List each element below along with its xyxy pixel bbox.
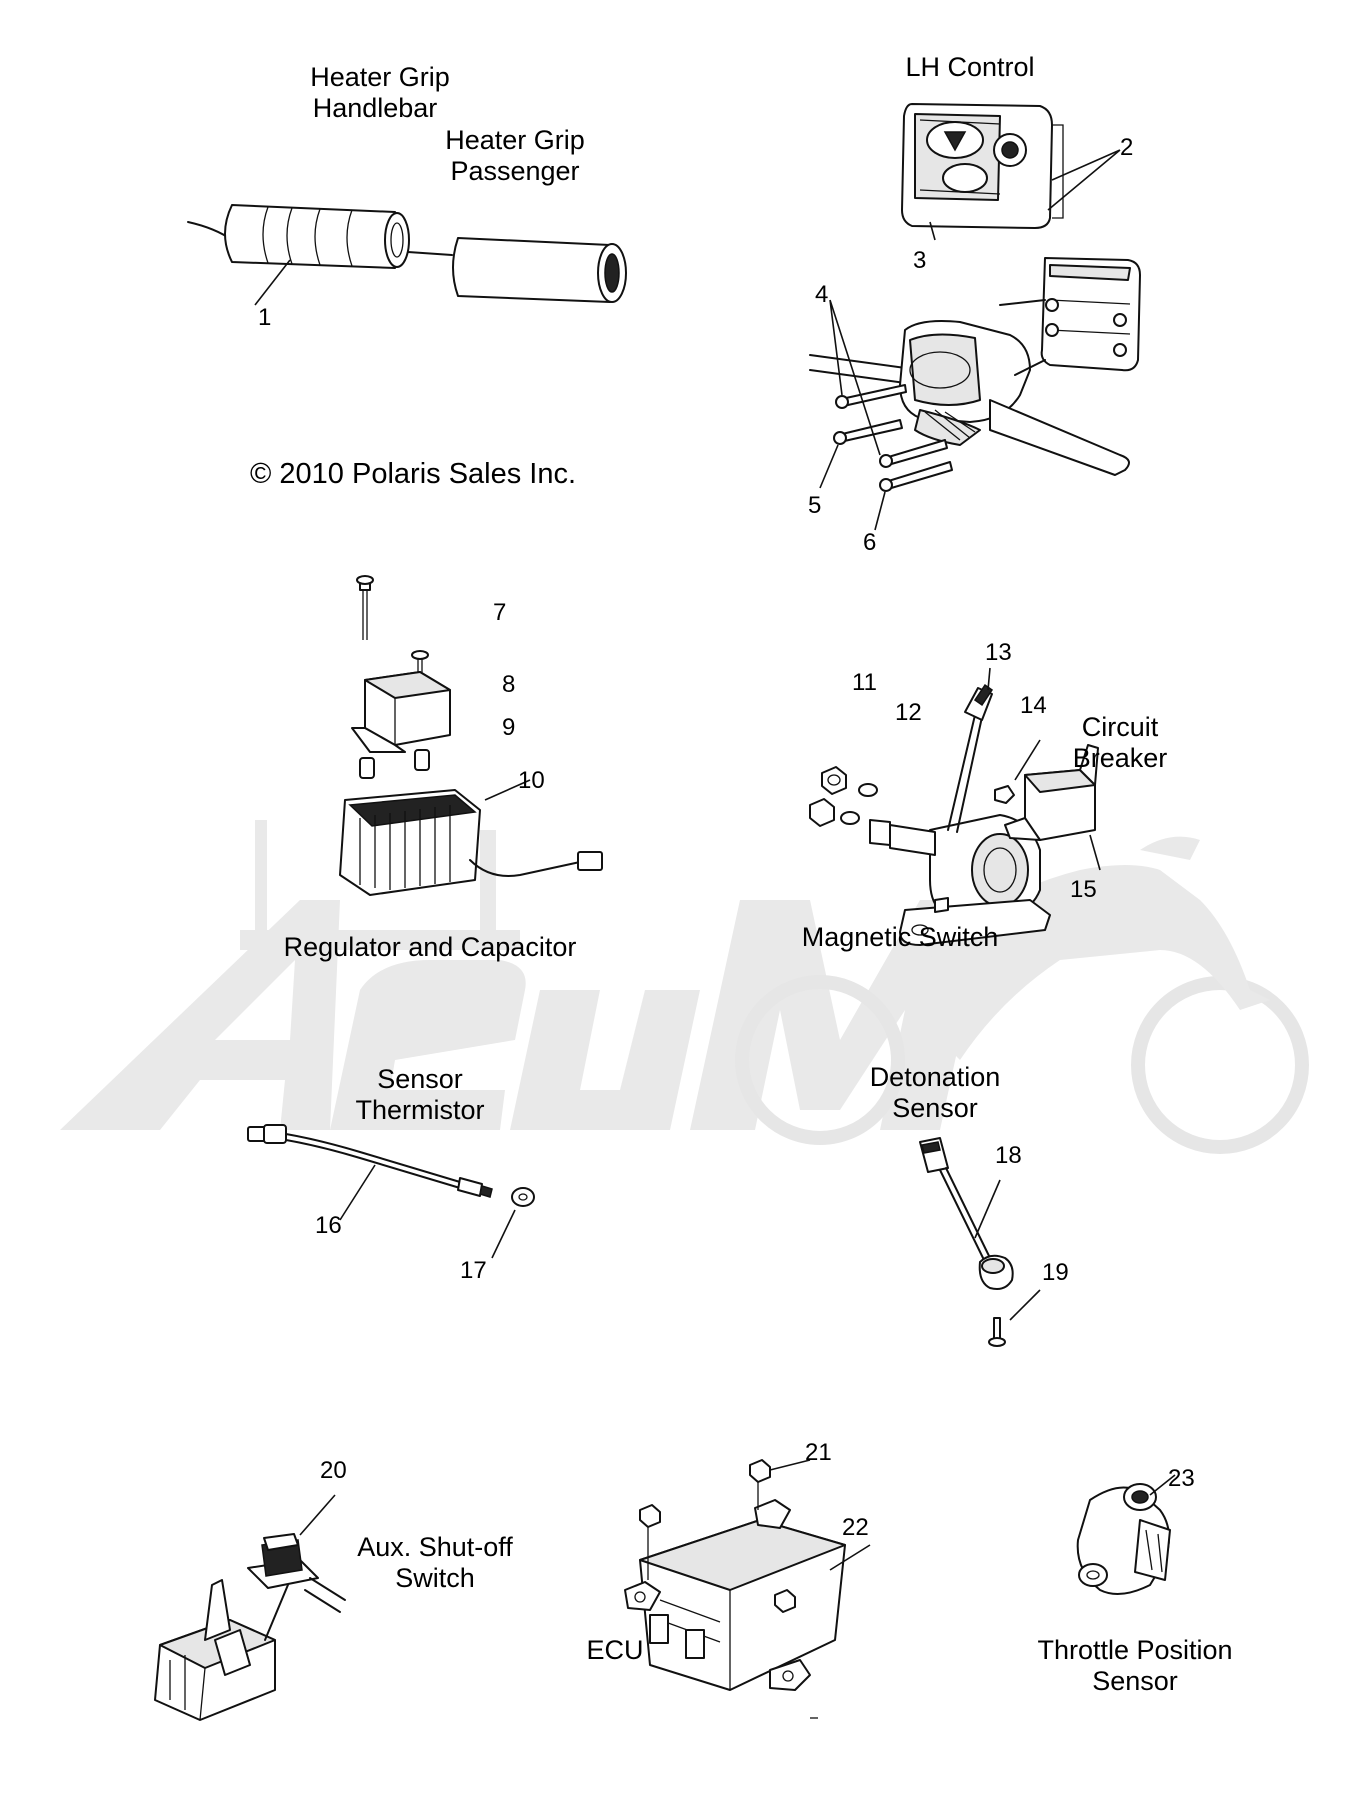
- label-lh-control: LH Control: [905, 52, 1035, 82]
- callout-10: 10: [518, 767, 545, 794]
- label-magnetic-switch: Magnetic Switch: [801, 922, 999, 952]
- label-sensor-thermistor: Sensor Thermistor: [355, 1064, 485, 1125]
- label-heater-grip-passenger: Heater Grip Passenger: [445, 125, 585, 186]
- callout-12: 12: [895, 699, 922, 726]
- lh-control-assembly-graphic: [809, 257, 1141, 531]
- circuit-breaker-graphic: [994, 739, 1101, 871]
- callout-20: 20: [320, 1457, 347, 1484]
- callout-5: 5: [808, 492, 822, 519]
- ecu-graphic: [624, 1459, 871, 1691]
- label-heater-grip-handlebar: Heater Grip Handlebar: [310, 62, 450, 123]
- label-detonation-sensor: Detonation Sensor: [869, 1062, 1001, 1123]
- callout-22: 22: [842, 1514, 869, 1541]
- heater-grip-handlebar-graphic: [187, 204, 410, 306]
- callout-4: 4: [815, 281, 829, 308]
- label-aux-shutoff-switch: Aux. Shut-off Switch: [357, 1532, 513, 1593]
- callout-3: 3: [913, 247, 927, 274]
- callout-23: 23: [1168, 1465, 1195, 1492]
- callout-7: 7: [493, 599, 507, 626]
- callout-18: 18: [995, 1142, 1022, 1169]
- label-ecu: ECU: [586, 1635, 644, 1665]
- heater-grip-passenger-graphic: [407, 237, 627, 303]
- label-throttle-position-sensor: Throttle Position Sensor: [1037, 1635, 1233, 1696]
- callout-6: 6: [863, 529, 877, 556]
- callout-15: 15: [1070, 876, 1097, 903]
- label-circuit-breaker: Circuit Breaker: [1072, 712, 1168, 773]
- callout-2: 2: [1120, 134, 1134, 161]
- callout-19: 19: [1042, 1259, 1069, 1286]
- throttle-position-sensor-graphic: [1076, 1474, 1176, 1595]
- sensor-thermistor-graphic: [247, 1124, 535, 1259]
- callout-11: 11: [852, 669, 877, 696]
- callout-8: 8: [502, 671, 516, 698]
- watermark-graphic: [60, 820, 1309, 1154]
- aux-shutoff-switch-graphic: [154, 1494, 346, 1721]
- magnetic-switch-graphic: [809, 667, 1051, 946]
- regulator-capacitor-graphic: [339, 575, 603, 896]
- detonation-sensor-graphic: [919, 1137, 1041, 1347]
- callout-17: 17: [460, 1257, 487, 1284]
- callout-9: 9: [502, 714, 516, 741]
- callout-1: 1: [258, 304, 272, 331]
- lh-control-graphic: [901, 103, 1121, 241]
- callout-21: 21: [805, 1439, 832, 1466]
- callout-14: 14: [1020, 692, 1047, 719]
- label-regulator-capacitor: Regulator and Capacitor: [283, 932, 577, 962]
- callout-13: 13: [985, 639, 1012, 666]
- callout-16: 16: [315, 1212, 342, 1239]
- copyright-text: © 2010 Polaris Sales Inc.: [250, 458, 577, 490]
